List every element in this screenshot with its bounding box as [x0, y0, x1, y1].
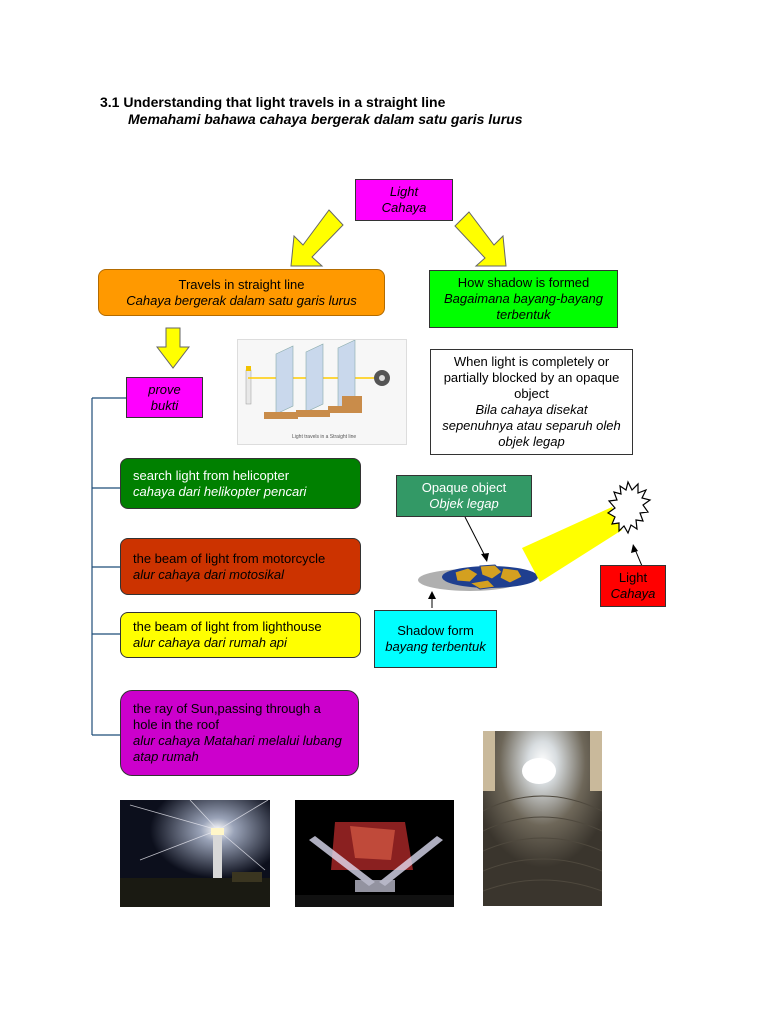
- prove-box: prove bukti: [126, 377, 203, 418]
- arrow-down-left-icon: [290, 209, 344, 267]
- light-box-en: Light: [389, 184, 419, 199]
- example-helicopter-ms: cahaya dari helikopter pencari: [133, 483, 307, 499]
- section-heading: 3.1 Understanding that light travels in …: [100, 94, 523, 128]
- lighthouse-photo: [120, 800, 270, 907]
- stage-lights-illustration: [295, 800, 454, 907]
- shadow-form-en: Shadow form: [397, 623, 474, 638]
- definition-box: When light is completely or partially bl…: [430, 349, 633, 455]
- travels-box: Travels in straight line Cahaya bergerak…: [98, 269, 385, 316]
- arrow-down-right-icon: [454, 211, 507, 267]
- example-motorcycle-box: the beam of light from motorcycle alur c…: [120, 538, 361, 595]
- pantheon-roof-photo: [483, 731, 602, 906]
- shadow-form-box: Shadow form bayang terbentuk: [374, 610, 497, 668]
- light-box-ms: Cahaya: [381, 200, 427, 215]
- definition-en: When light is completely or partially bl…: [443, 354, 620, 401]
- heading-malay: Memahami bahawa cahaya bergerak dalam sa…: [128, 111, 523, 127]
- shadow-diagram: [418, 480, 652, 608]
- example-lighthouse-box: the beam of light from lighthouse alur c…: [120, 612, 361, 658]
- heading-english: 3.1 Understanding that light travels in …: [100, 94, 446, 110]
- light-label-en: Light: [618, 570, 648, 585]
- example-sun-box: the ray of Sun,passing through a hole in…: [120, 690, 359, 776]
- example-motorcycle-ms: alur cahaya dari motosikal: [133, 566, 285, 582]
- prove-box-ms: bukti: [150, 397, 179, 413]
- shadow-box-ms: Bagaimana bayang-bayang terbentuk: [443, 291, 603, 322]
- light-label-box: Light Cahaya: [600, 565, 666, 607]
- example-helicopter-box: search light from helicopter cahaya dari…: [120, 458, 361, 509]
- definition-ms: Bila cahaya disekat sepenuhnya atau sepa…: [442, 402, 621, 449]
- shadow-box-en: How shadow is formed: [457, 275, 590, 290]
- cards-candle-illustration: Light travels in a Straight line: [238, 340, 406, 444]
- lighthouse-illustration: [120, 800, 270, 907]
- diagram-caption: Light travels in a Straight line: [292, 434, 356, 440]
- travels-box-en: Travels in straight line: [178, 276, 305, 292]
- arrow-down-icon: [155, 327, 191, 369]
- opaque-object-box: Opaque object Objek legap: [396, 475, 532, 517]
- pantheon-illustration: [483, 731, 602, 906]
- sun-icon: [606, 480, 652, 535]
- shadow-box: How shadow is formed Bagaimana bayang-ba…: [429, 270, 618, 328]
- example-sun-en: the ray of Sun,passing through a hole in…: [133, 701, 321, 732]
- stage-lights-photo: [295, 800, 454, 907]
- example-helicopter-en: search light from helicopter: [133, 467, 290, 483]
- experiment-diagram-image: Light travels in a Straight line: [237, 339, 407, 445]
- light-box: Light Cahaya: [355, 179, 453, 221]
- travels-box-ms: Cahaya bergerak dalam satu garis lurus: [126, 292, 357, 308]
- prove-box-en: prove: [148, 381, 181, 397]
- opaque-object-ms: Objek legap: [429, 496, 499, 511]
- opaque-object-en: Opaque object: [421, 480, 507, 495]
- example-lighthouse-ms: alur cahaya dari rumah api: [133, 635, 287, 650]
- example-lighthouse-en: the beam of light from lighthouse: [133, 619, 322, 634]
- shadow-form-ms: bayang terbentuk: [385, 639, 486, 654]
- bracket-connector: [91, 397, 126, 736]
- light-beam: [522, 507, 622, 582]
- light-label-ms: Cahaya: [610, 586, 656, 601]
- example-motorcycle-en: the beam of light from motorcycle: [133, 550, 326, 566]
- example-sun-ms: alur cahaya Matahari melalui lubang atap…: [133, 733, 342, 764]
